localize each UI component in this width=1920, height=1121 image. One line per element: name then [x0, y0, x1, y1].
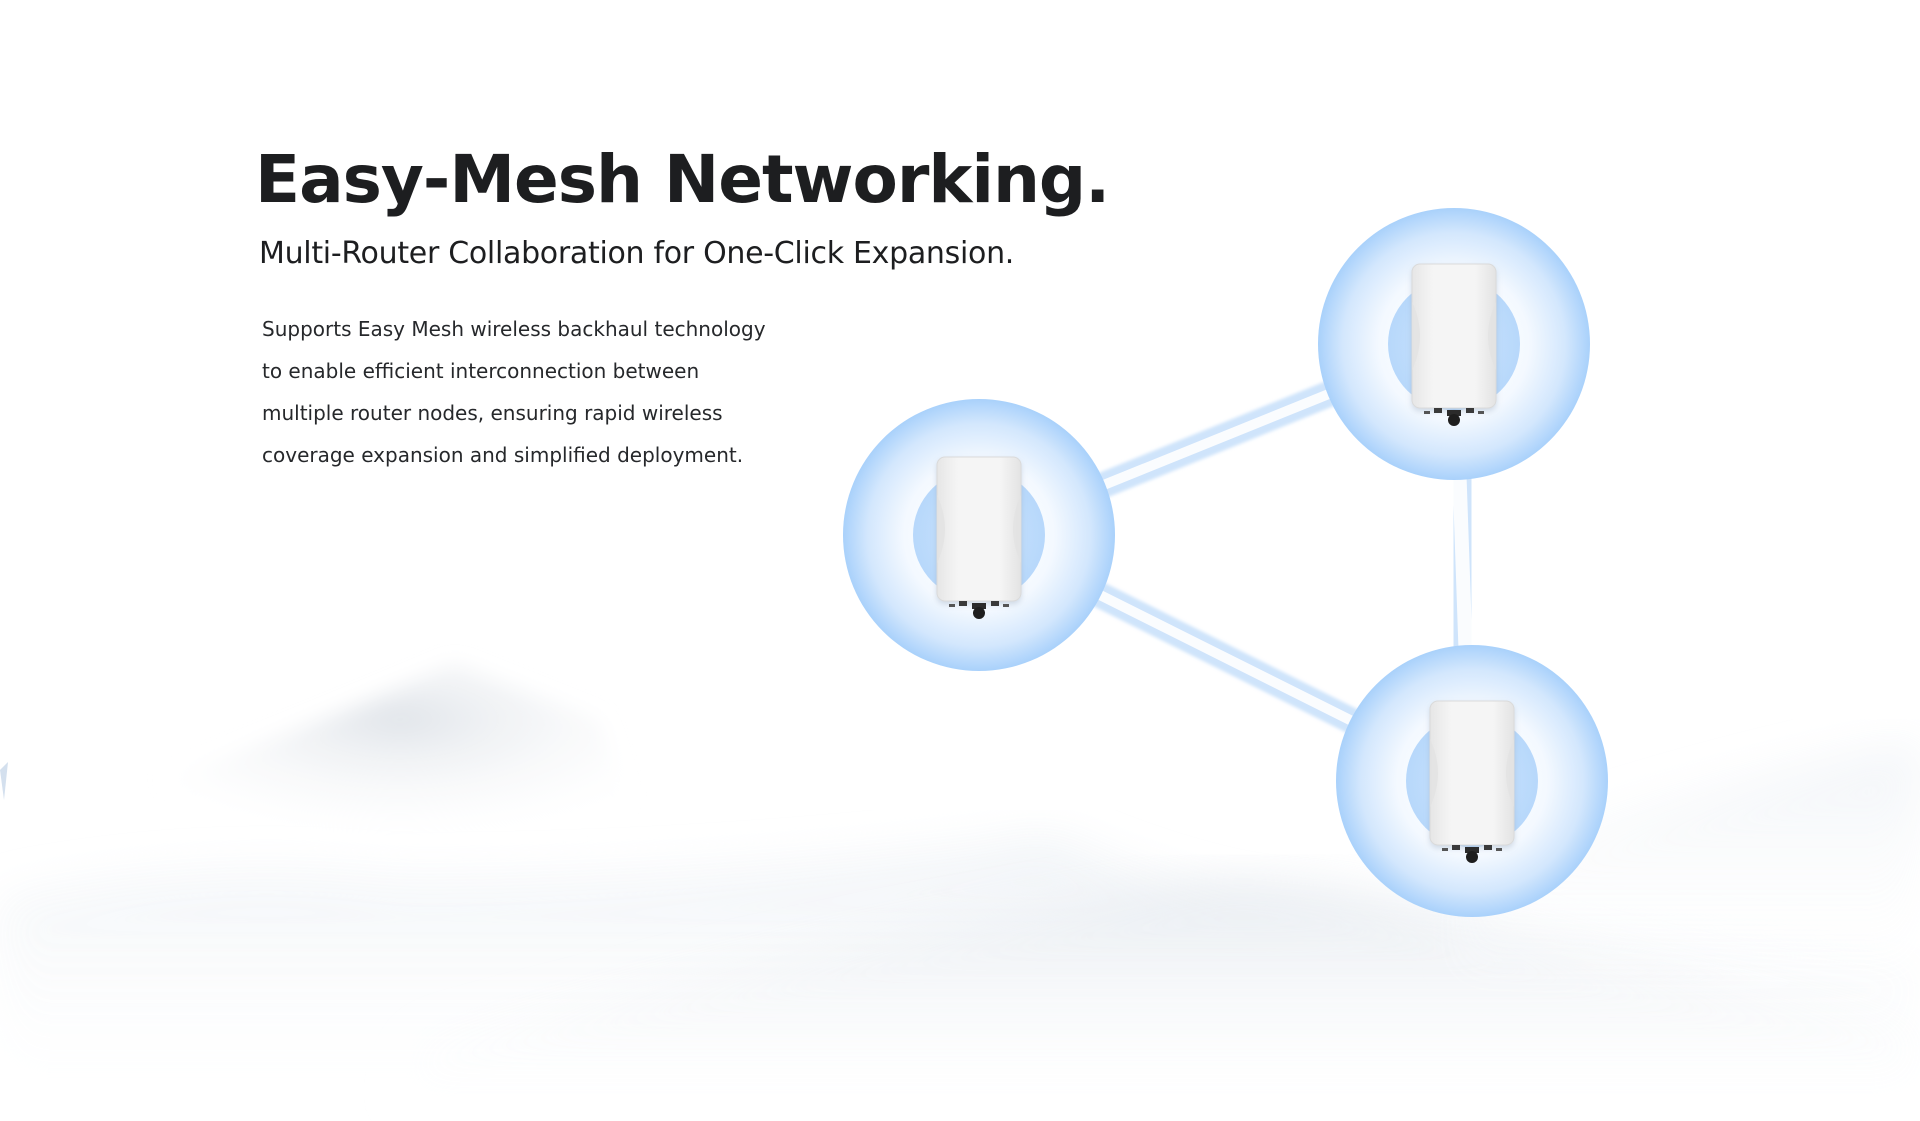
description-line: Supports Easy Mesh wireless backhaul tec… [262, 317, 766, 341]
description-line: multiple router nodes, ensuring rapid wi… [262, 401, 723, 425]
description-line: to enable efficient interconnection betw… [262, 359, 700, 383]
description-line: coverage expansion and simplified deploy… [262, 443, 744, 467]
outdoor-router-icon [1412, 264, 1496, 426]
mesh-node [1318, 208, 1590, 480]
description: Supports Easy Mesh wireless backhaul tec… [262, 308, 1155, 476]
mesh-node [1336, 645, 1608, 917]
hero-text: Easy-Mesh Networking. Multi-Router Colla… [255, 138, 1155, 476]
page-title: Easy-Mesh Networking. [255, 141, 1110, 218]
outdoor-router-icon [1430, 701, 1514, 863]
page-subtitle: Multi-Router Collaboration for One-Click… [259, 236, 1015, 271]
mesh-node [843, 399, 1115, 671]
outdoor-router-icon [937, 457, 1021, 619]
